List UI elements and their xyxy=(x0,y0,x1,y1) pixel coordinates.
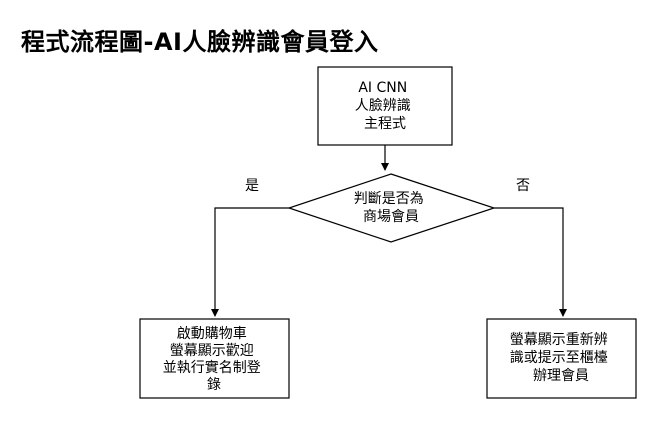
edge-yes xyxy=(211,207,289,317)
decision-node: 判斷是否為 商場會員 xyxy=(287,173,496,243)
decision-node-label: 判斷是否為 商場會員 xyxy=(354,191,428,225)
yes-action-node-line: 啟動購物車 xyxy=(177,325,247,342)
decision-node-line: 判斷是否為 xyxy=(354,191,424,207)
edge-no-label: 否 xyxy=(516,178,530,194)
decision-node-line: 商場會員 xyxy=(363,209,419,225)
yes-action-node-line: 螢幕顯示歡迎 xyxy=(170,343,254,359)
no-action-node-line: 螢幕顯示重新辨 xyxy=(510,332,608,348)
no-action-node: 螢幕顯示重新辨 識或提示至櫃檯 辦理會員 xyxy=(486,318,637,399)
no-action-node-label: 螢幕顯示重新辨 識或提示至櫃檯 辦理會員 xyxy=(510,332,612,384)
start-node-line: 人臉辨識 xyxy=(355,98,411,114)
no-action-node-line: 辦理會員 xyxy=(533,368,589,384)
edge-yes-label: 是 xyxy=(245,178,259,194)
no-action-node-line: 識或提示至櫃檯 xyxy=(510,350,608,366)
start-node-label: AI CNN 人臉辨識 主程式 xyxy=(355,80,415,132)
start-node-line: AI CNN xyxy=(358,80,407,96)
edge-no xyxy=(494,207,567,317)
yes-action-node: 啟動購物車 螢幕顯示歡迎 並執行實名制登 錄 xyxy=(139,318,290,399)
yes-action-node-line: 錄 xyxy=(207,377,221,393)
yes-action-node-label: 啟動購物車 螢幕顯示歡迎 並執行實名制登 錄 xyxy=(163,325,265,393)
start-node-line: 主程式 xyxy=(364,116,406,132)
yes-action-node-line: 並執行實名制登 xyxy=(163,359,261,376)
start-node: AI CNN 人臉辨識 主程式 xyxy=(317,66,453,146)
page-title: 程式流程圖-AI人臉辨識會員登入 xyxy=(21,28,379,56)
